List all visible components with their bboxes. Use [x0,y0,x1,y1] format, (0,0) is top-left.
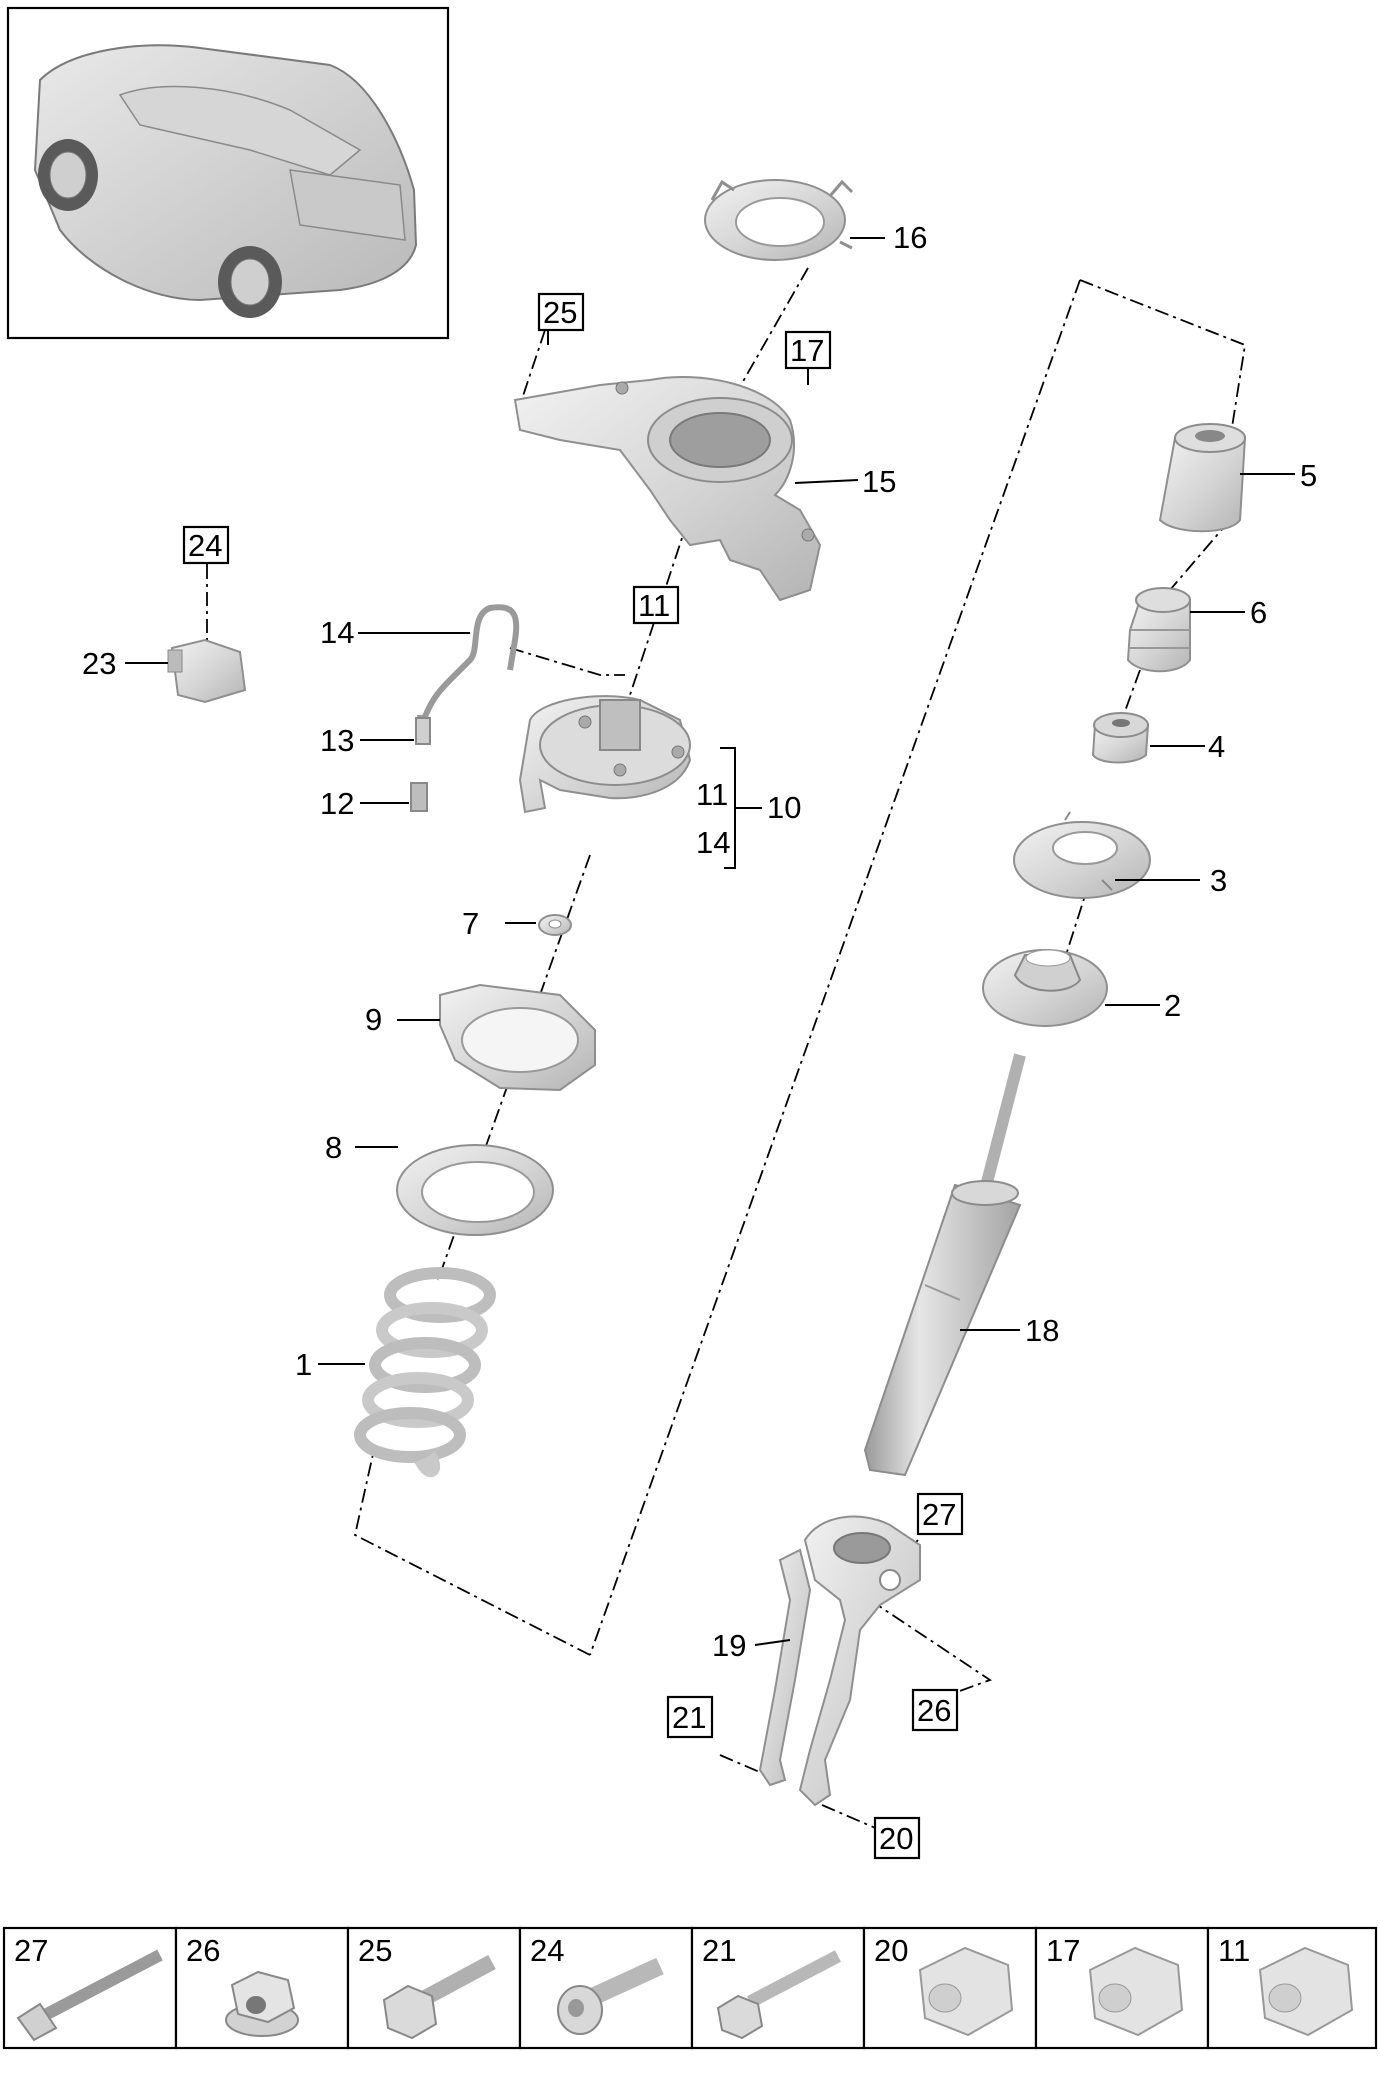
boxed-callout-25: 25 [537,292,585,332]
callout-14-wire: 14 [320,615,354,650]
svg-text:21: 21 [672,1700,706,1735]
fastener-cell-25: 25 [346,1926,522,2050]
svg-text:11: 11 [638,588,670,623]
boxed-callout-21: 21 [666,1695,714,1739]
hex-nut-icon [918,1946,1014,2037]
long-bolt-icon [16,1949,163,2042]
svg-text:27: 27 [922,1497,956,1532]
callout-12: 12 [320,786,354,821]
callout-4: 4 [1208,729,1225,764]
hex-nut-icon [1258,1946,1354,2037]
boxed-callout-27: 27 [916,1492,964,1536]
callout-10: 10 [767,790,801,825]
callout-13: 13 [320,723,354,758]
part-2-plate [982,949,1108,1027]
svg-text:25: 25 [358,1933,392,1968]
fastener-cell-17: 17 [1034,1926,1210,2050]
fastener-table: 27 26 25 24 [2,1926,1378,2050]
part-13-connector [415,717,431,745]
part-10-top-mount [518,695,692,814]
part-5-bump-stop [1158,423,1247,533]
part-9-spring-seat [439,983,596,1092]
hex-bolt-icon [382,1954,496,2040]
svg-text:25: 25 [543,295,577,330]
hex-nut-icon [1088,1946,1184,2037]
part-19-fork [758,1515,921,1807]
callout-3: 3 [1210,863,1227,898]
callout-7: 7 [462,906,479,941]
callout-2: 2 [1164,988,1181,1023]
callout-5: 5 [1300,458,1317,493]
boxed-callout-24: 24 [182,525,230,565]
part-4-bushing [1091,712,1150,764]
boxed-callouts: 25 17 24 11 27 26 21 20 [182,292,964,1860]
svg-text:26: 26 [186,1933,220,1968]
part-16-spring-pad [704,179,854,261]
callout-labels: 16 15 23 14 13 12 11 14 10 7 9 8 1 5 6 4… [82,220,1317,1663]
svg-text:17: 17 [1046,1933,1080,1968]
part-8-spring-pad-ring [396,1144,554,1236]
socket-bolt-icon [557,1957,664,2035]
part-7-washer [538,914,572,936]
callout-23: 23 [82,646,116,681]
fastener-cell-11: 11 [1206,1926,1378,2050]
callout-8: 8 [325,1130,342,1165]
fastener-cell-20: 20 [862,1926,1038,2050]
fastener-cell-21: 21 [690,1926,866,2050]
svg-text:27: 27 [14,1933,48,1968]
callout-11-sub: 11 [696,777,728,812]
svg-text:21: 21 [702,1933,736,1968]
vehicle-thumbnail [6,6,450,340]
svg-text:24: 24 [530,1933,564,1968]
part-3-plate [1013,811,1151,899]
callout-1: 1 [295,1347,312,1382]
fastener-cell-27: 27 [2,1926,178,2050]
flange-nut-icon [225,1970,299,2037]
callout-16: 16 [893,220,927,255]
boxed-callout-20: 20 [873,1816,921,1860]
part-23-sensor [167,638,247,704]
svg-text:24: 24 [188,528,222,563]
part-12-connector [410,782,428,812]
part-6-bump-stop [1126,587,1191,673]
boxed-callout-17: 17 [784,330,832,370]
leader-lines [125,237,1295,1646]
part-18-shock-absorber [863,1053,1026,1477]
svg-text:11: 11 [1218,1933,1250,1968]
part-14-wire [417,604,520,731]
boxed-callout-11: 11 [632,585,680,625]
callout-6: 6 [1250,595,1267,630]
part-15-upper-mount [513,376,822,602]
svg-text:20: 20 [879,1821,913,1856]
fastener-cell-24: 24 [518,1926,694,2050]
hex-bolt-icon [716,1950,842,2040]
callout-15: 15 [862,464,896,499]
svg-text:26: 26 [917,1693,951,1728]
boxed-callout-26: 26 [911,1688,959,1732]
svg-text:17: 17 [790,333,824,368]
callout-18: 18 [1025,1313,1059,1348]
svg-text:20: 20 [874,1933,908,1968]
callout-9: 9 [365,1002,382,1037]
part-1-coil-spring [354,1267,496,1478]
callout-14-sub: 14 [696,825,730,860]
callout-19: 19 [712,1628,746,1663]
fastener-cell-26: 26 [174,1926,350,2050]
